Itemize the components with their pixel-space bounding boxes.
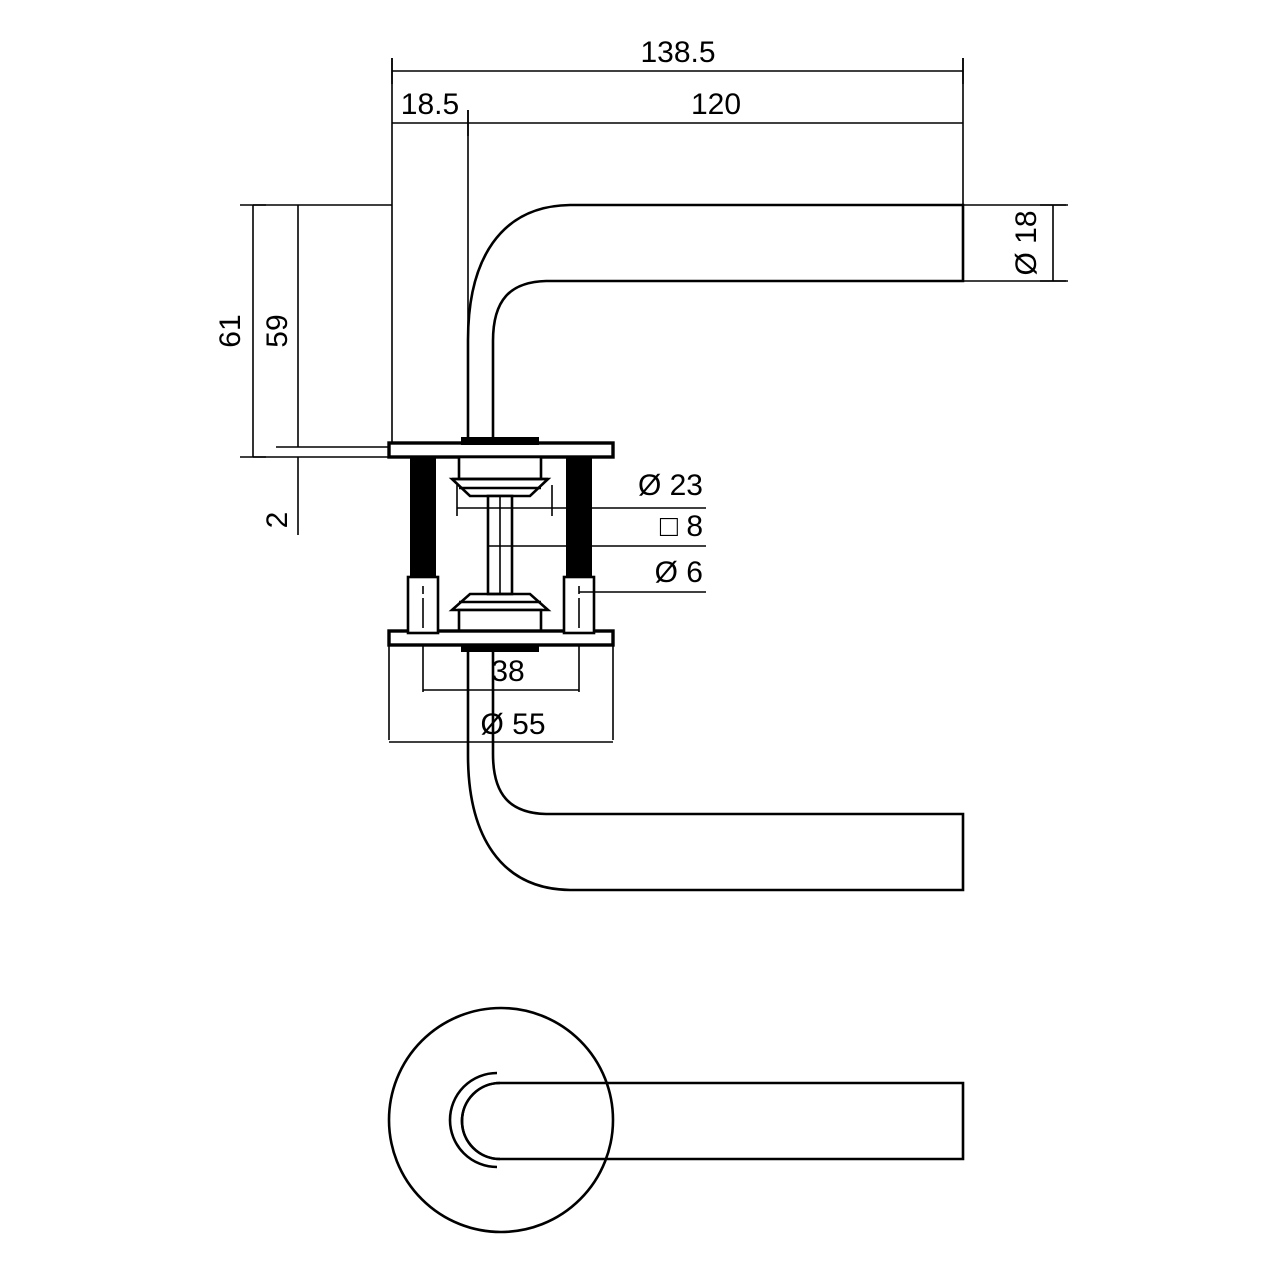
dim-label-38: 38: [491, 655, 524, 688]
detail-leader-group: Ø 23 □ 8 Ø 6: [456, 469, 706, 593]
right-screw-thread: [566, 457, 592, 579]
plan-neck-inner-arc: [460, 1081, 501, 1161]
lever-handle-mirrored-outline: [466, 643, 965, 892]
lever-handle-mirrored-elevation: [466, 643, 965, 892]
lever-handle-outline: [466, 203, 965, 452]
diameter-18-dimension-group: Ø 18: [963, 204, 1068, 282]
left-screw-thread: [410, 457, 436, 579]
rose-spindle-assembly: [387, 437, 615, 652]
bottom-dimension-group: 38 Ø 55: [388, 645, 614, 743]
dim-label-d23: Ø 23: [638, 469, 703, 502]
dim-label-120: 120: [691, 88, 741, 121]
dim-label-d6: Ø 6: [655, 556, 703, 589]
lever-handle-side-elevation: [466, 203, 965, 452]
lower-boss-chamfer: [448, 592, 552, 612]
dim-label-138-5: 138.5: [640, 36, 715, 69]
upper-boss-body: [457, 455, 543, 481]
plan-view-group: [387, 1006, 965, 1234]
upper-rose-plate: [387, 441, 615, 459]
dim-label-d18: Ø 18: [1010, 210, 1043, 275]
dim-label-sq8: □ 8: [660, 510, 703, 543]
top-dimension-group: 138.5 18.5 120: [391, 36, 964, 455]
dim-label-59: 59: [261, 314, 294, 347]
dim-label-61: 61: [214, 314, 247, 347]
lower-boss-body: [457, 608, 543, 634]
upper-boss-cap: [461, 437, 539, 445]
dim-label-2: 2: [261, 512, 294, 529]
dim-label-18-5: 18.5: [401, 88, 459, 121]
plan-neck-circle: [448, 1071, 498, 1169]
plan-rose-outer-circle: [387, 1006, 615, 1234]
lower-boss-cap: [461, 645, 539, 652]
dim-label-d55: Ø 55: [480, 708, 545, 741]
